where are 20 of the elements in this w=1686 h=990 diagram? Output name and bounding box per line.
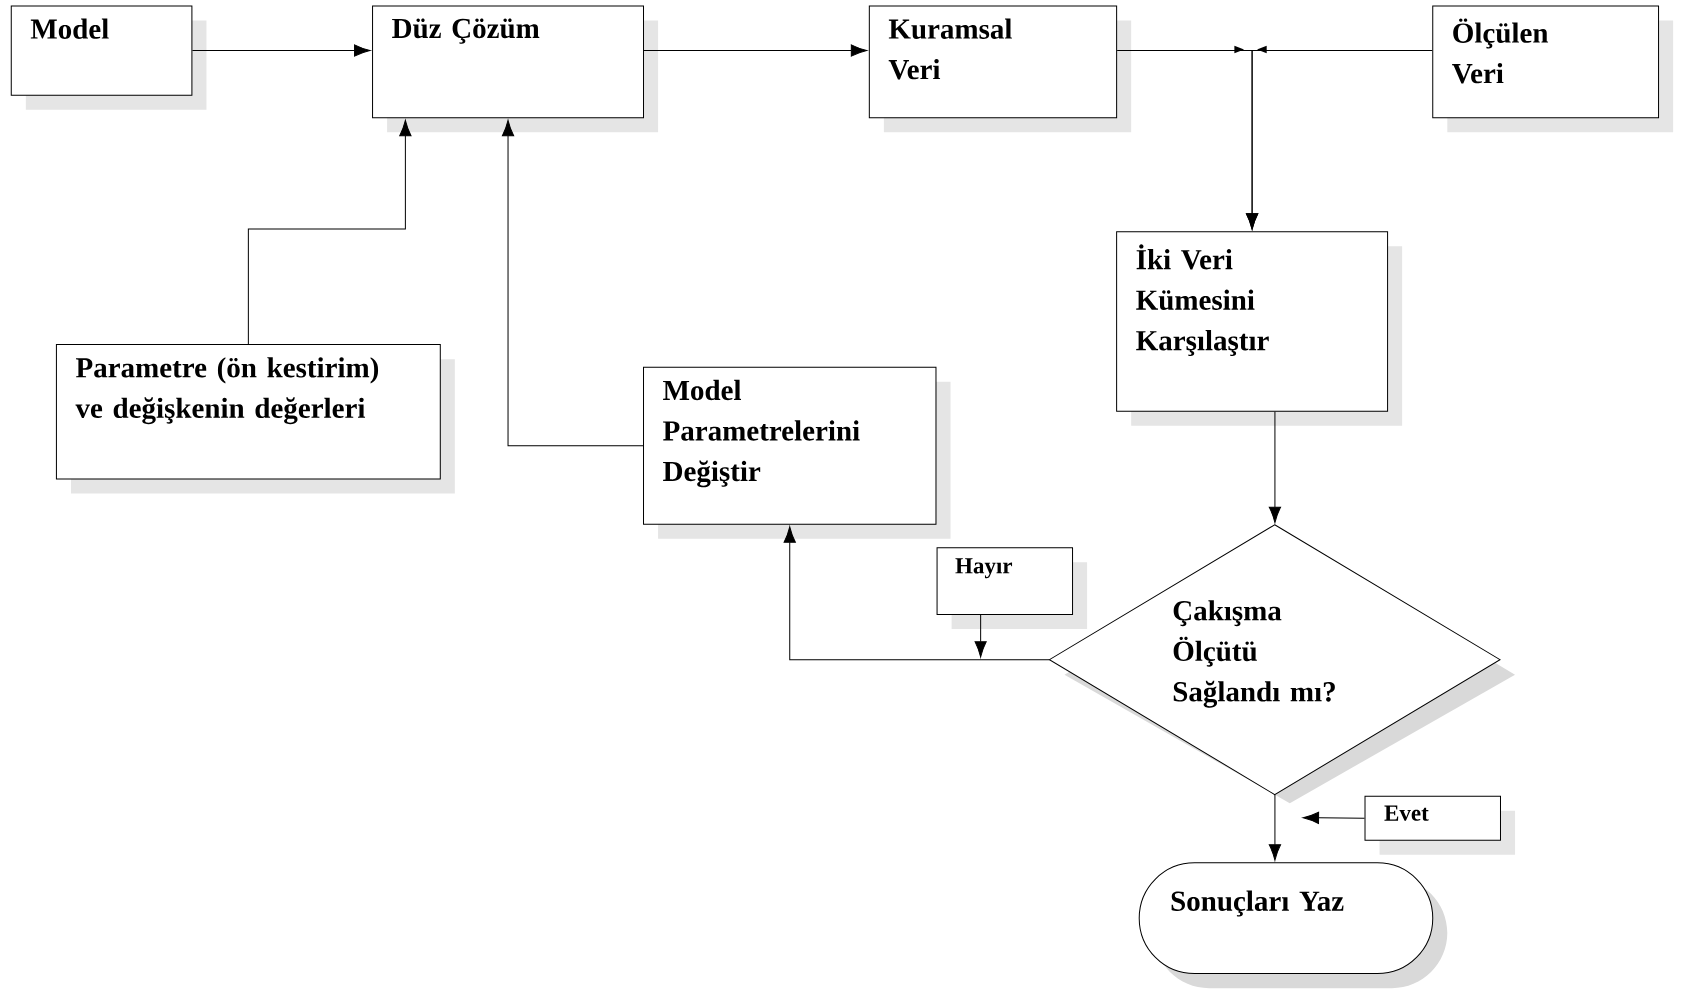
arrow (1268, 411, 1282, 524)
terminal-box: Sonuçları Yaz (1138, 862, 1434, 975)
process-box: Model Parametrelerini Değiştir (643, 366, 937, 525)
arrow (643, 44, 868, 57)
answer-box: Hayır (936, 547, 1088, 629)
arrow (1268, 794, 1282, 861)
process-box: Model (10, 5, 193, 96)
data-box: Ölçülen Veri (1432, 5, 1660, 119)
arrow (191, 44, 371, 57)
arrow (501, 119, 644, 447)
arrow (1245, 45, 1433, 230)
arrow (247, 119, 412, 345)
data-box: Kuramsal Veri (868, 5, 1118, 119)
input-box: Parametre (ön kestirim) ve değişkenin değerleri (55, 344, 441, 480)
pointer-arrow (974, 614, 987, 658)
arrow (783, 526, 1050, 661)
process-box: Düz Çözüm (372, 5, 644, 119)
process-box: İki Veri Kümesini Karşılaştır (1116, 231, 1389, 412)
answer-box: Evet (1364, 795, 1516, 855)
pointer-arrow (1302, 811, 1365, 824)
